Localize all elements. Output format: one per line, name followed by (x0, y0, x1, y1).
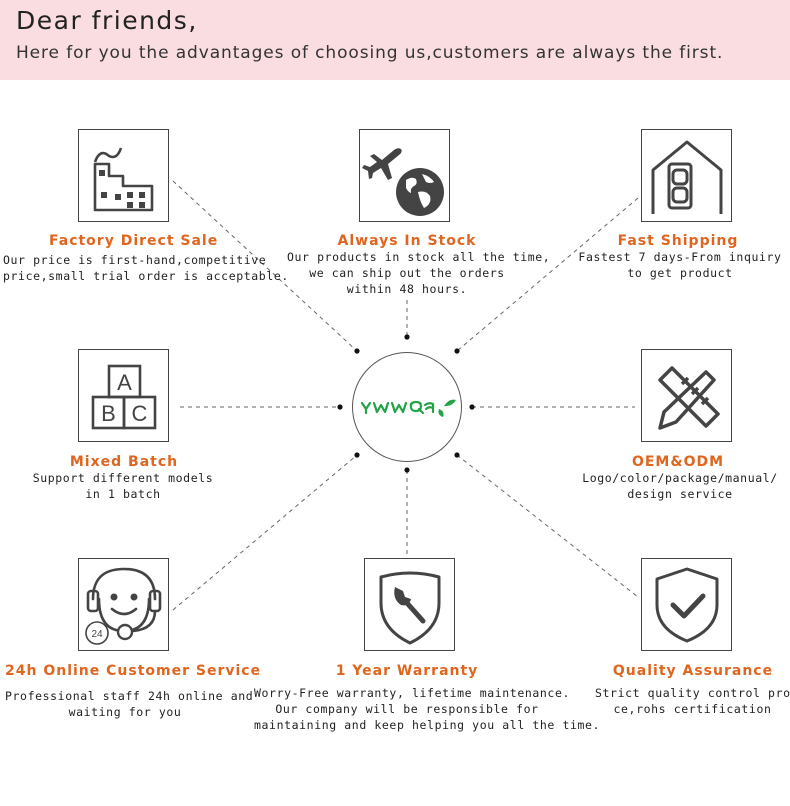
svg-text:A: A (117, 370, 132, 395)
svg-text:24: 24 (91, 629, 103, 640)
oem-icon-box (641, 349, 732, 442)
feature-title-quality: Quality Assurance (612, 663, 774, 679)
pencil-ruler-icon (658, 366, 720, 430)
warehouse-icon (651, 140, 723, 214)
feature-title-stock: Always In Stock (337, 233, 477, 249)
warranty-icon-box (364, 558, 455, 651)
feature-title-customer-service: 24h Online Customer Service (5, 663, 262, 679)
wrench-shield-icon (379, 571, 441, 645)
brand-logo (352, 352, 462, 462)
stock-icon-box (359, 129, 450, 222)
check-shield-icon (655, 567, 719, 643)
header-banner: Dear friends, Here for you the advantage… (0, 0, 790, 80)
customer-service-icon-box: 24 (78, 558, 169, 651)
factory-icon (93, 147, 154, 212)
feature-desc-stock: Our products in stock all the time,we ca… (287, 250, 551, 296)
leaf-icon (438, 399, 456, 417)
plane-globe-icon (362, 148, 444, 216)
shipping-icon-box (641, 129, 732, 222)
feature-title-shipping: Fast Shipping (617, 233, 739, 249)
feature-title-mixed-batch: Mixed Batch (69, 454, 179, 470)
headset-24h-icon: 24 (85, 567, 162, 645)
factory-icon-box (78, 129, 169, 222)
svg-text:C: C (132, 401, 148, 426)
mixed-batch-icon-box: A B C (78, 349, 169, 442)
abc-blocks-icon: A B C (91, 364, 157, 430)
quality-icon-box (641, 558, 732, 651)
feature-title-warranty: 1 Year Warranty (335, 663, 479, 679)
svg-text:B: B (101, 401, 116, 426)
header-subtitle: Here for you the advantages of choosing … (16, 43, 724, 63)
ywwq-logo-mark (360, 399, 456, 417)
feature-desc-quality: Strict quality control processce,rohs ce… (595, 686, 790, 716)
feature-title-oem: OEM&ODM (631, 454, 725, 470)
greeting-heading: Dear friends, (16, 6, 198, 35)
feature-title-factory: Factory Direct Sale (49, 233, 219, 249)
feature-desc-warranty: Worry-Free warranty, lifetime maintenanc… (254, 686, 601, 732)
feature-desc-oem: Logo/color/package/manual/design service (582, 471, 778, 501)
